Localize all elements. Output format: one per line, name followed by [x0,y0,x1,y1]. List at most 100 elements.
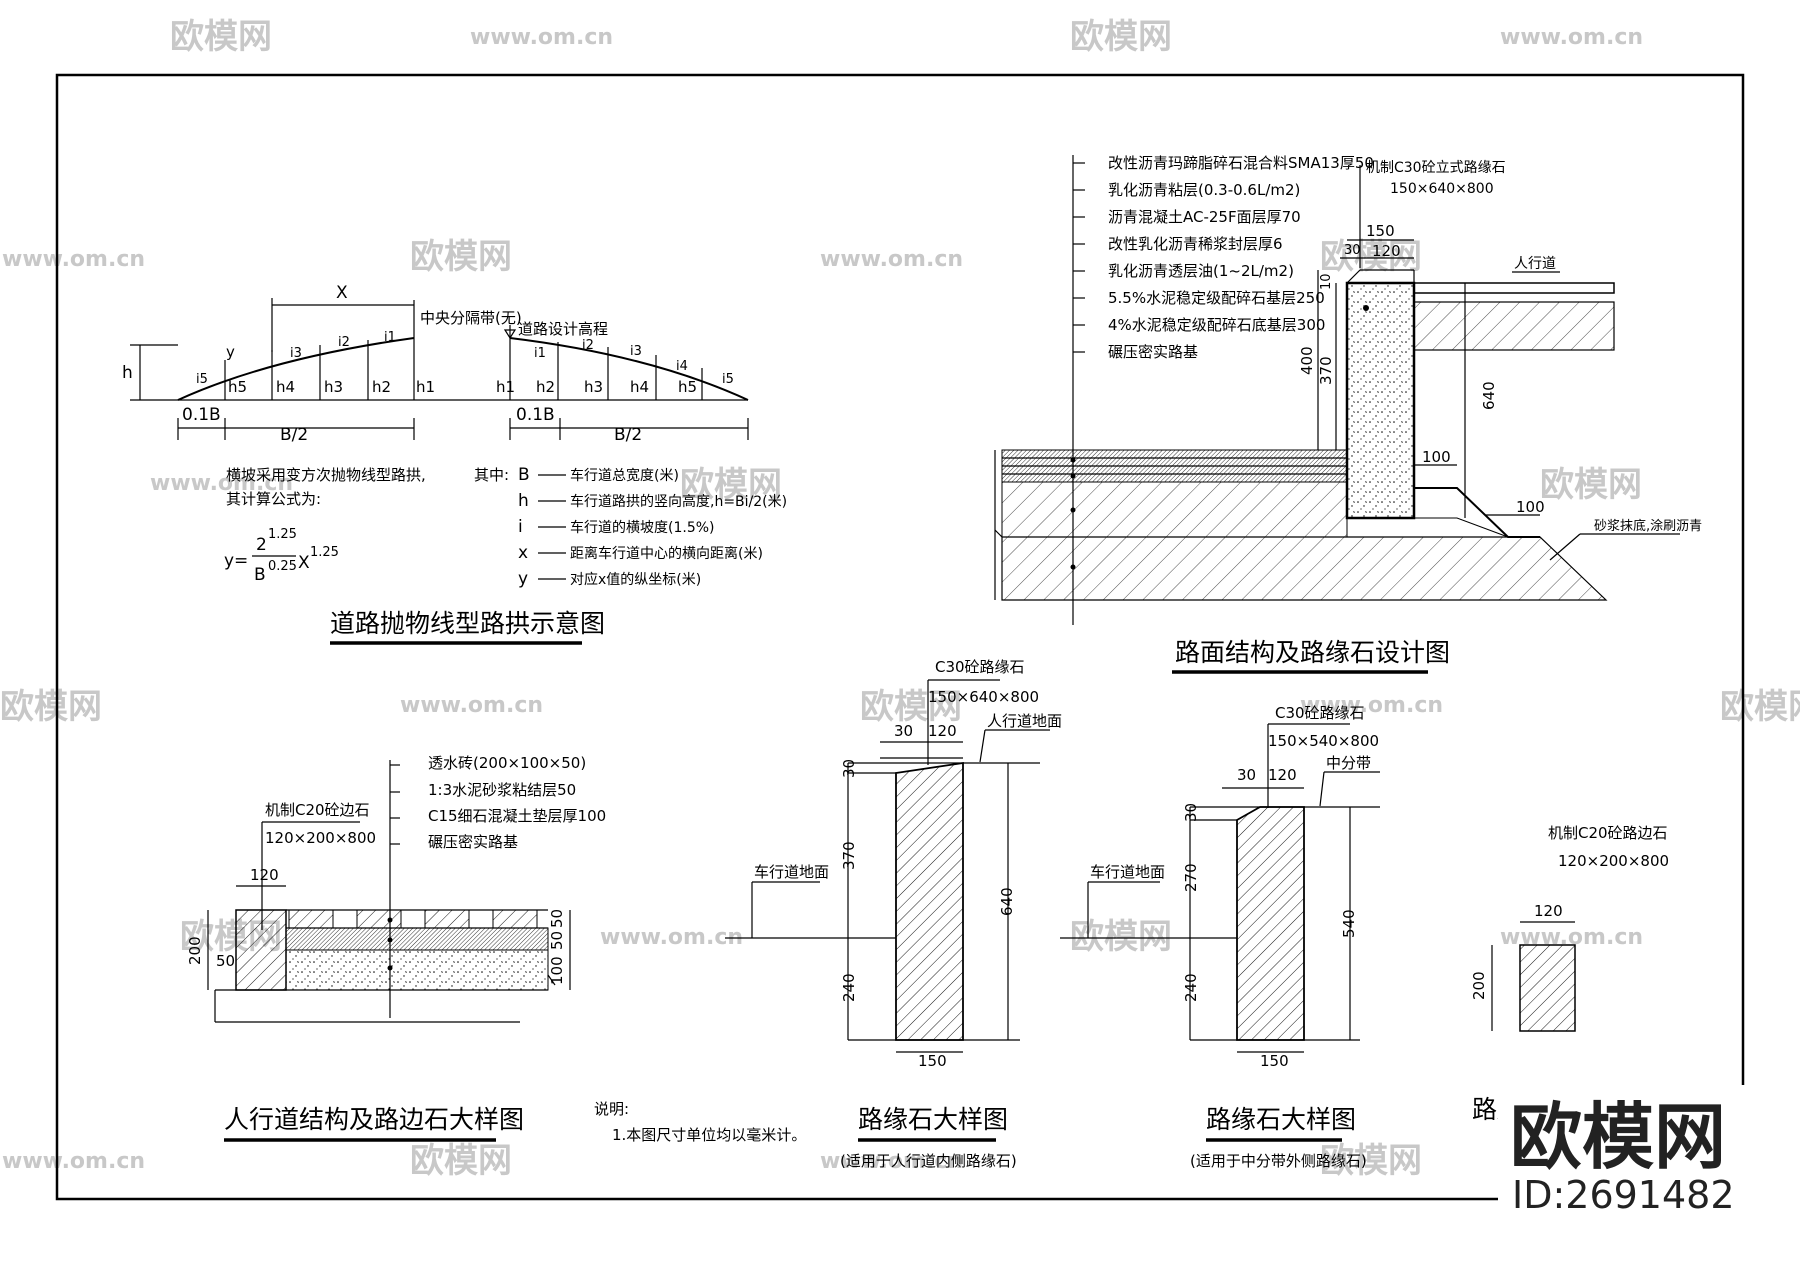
watermark-url: www.om.cn [400,693,543,718]
edge-stone-size: 120×200×800 [265,829,376,847]
drawing-frame [55,73,1745,1201]
svg-text:y: y [518,569,528,589]
dim-240: 240 [1182,973,1200,1002]
label-i3: i3 [290,346,302,361]
label-i4: i4 [676,359,688,374]
dim-100: 100 [548,956,566,985]
dim-400: 400 [1298,346,1316,375]
watermark-logo-text: 欧模网 [1320,1141,1422,1181]
sidewalk-label: 人行道 [1514,256,1556,272]
dim-50: 50 [548,909,566,928]
label-y: y [226,343,235,361]
dim-100: 100 [1516,498,1545,516]
svg-text:x: x [518,543,528,563]
curb-b-label: C30砼路缘石 [1275,704,1365,722]
watermark-url: www.om.cn [2,247,145,272]
svg-text:i: i [518,517,523,537]
curb-b-size: 150×540×800 [1268,732,1379,750]
label-i5: i5 [196,372,208,387]
watermark-logo-text: 欧模网 [410,237,512,277]
sidewalk-structure-diagram: 透水砖(200×100×50) 1:3水泥砂浆粘结层50 C15细石混凝土垫层厚… [186,754,606,1142]
svg-text:车行道的横坡度(1.5%): 车行道的横坡度(1.5%) [570,519,715,536]
dim-30: 30 [1237,766,1256,784]
watermark-url: www.om.cn [820,1149,963,1174]
label-i3: i3 [630,344,642,359]
label-h: h [122,363,133,383]
watermark-url: www.om.cn [600,925,743,950]
curb-a-subtitle: (适用于人行道内侧路缘石) [840,1152,1017,1170]
dim-B2: B/2 [280,425,308,445]
dim-200: 200 [1470,971,1488,1000]
parabola-title: 道路抛物线型路拱示意图 [330,609,605,638]
layer-ac25: 沥青混凝土AC-25F面层厚70 [1108,208,1301,226]
dim-120: 120 [928,722,957,740]
label-h3: h3 [324,378,343,396]
notes: 说明: 1.本图尺寸单位均以毫米计。 [594,1100,806,1144]
curb-size: 150×640×800 [1390,181,1494,197]
svg-text:距离车行道中心的横向距离(米): 距离车行道中心的横向距离(米) [570,545,763,562]
curb-a-side-label: 车行道地面 [754,863,829,881]
watermark-logo: 欧模网 [1510,1095,1726,1179]
dim-0.1B: 0.1B [516,405,555,425]
curb-detail-b: C30砼路缘石 150×540×800 中分带 车行道地面 30 120 30 … [1060,704,1380,1170]
pavement-layer-list: 改性沥青玛蹄脂碎石混合料SMA13厚50 乳化沥青粘层(0.3-0.6L/m2)… [1073,154,1374,361]
layer-subbase: 4%水泥稳定级配碎石底基层300 [1108,316,1325,334]
watermark-logo-text: 欧模网 [1720,687,1800,727]
watermark-url: www.om.cn [1500,25,1643,50]
dim-10: 10 [1319,273,1334,290]
label-h4: h4 [630,378,649,396]
label-h1: h1 [416,378,435,396]
legend-head: 其中: [474,466,509,484]
edge-stone-label: 机制C20砼路边石 [1548,824,1668,842]
edge-stone-diagram: 机制C20砼路边石 120×200×800 120 200 路边石大样图 [1470,824,1669,1124]
curb-b-subtitle: (适用于中分带外侧路缘石) [1190,1152,1367,1170]
dim-270: 270 [1182,863,1200,892]
formula-x: X [298,553,310,573]
curb-a-title: 路缘石大样图 [858,1105,1008,1134]
legend-item: x 距离车行道中心的横向距离(米) [518,543,763,563]
layer-subgrade: 碾压密实路基 [428,833,518,851]
watermark-badge: 欧模网 ID:2691482 [1498,1085,1748,1217]
layer-permeable-brick: 透水砖(200×100×50) [428,754,586,772]
watermark-logo-text: 欧模网 [170,17,272,57]
curb-a-size: 150×640×800 [928,688,1039,706]
dim-240: 240 [840,973,858,1002]
notes-head: 说明: [594,1100,629,1118]
label-design-elevation: 道路设计高程 [518,320,608,338]
curb-a-label: C30砼路缘石 [935,658,1025,676]
dim-30: 30 [1344,243,1361,258]
label-h4: h4 [276,378,295,396]
dim-120: 120 [1268,766,1297,784]
dim-30: 30 [840,759,858,778]
layer-slurry-seal: 改性乳化沥青稀浆封层厚6 [1108,235,1283,253]
legend-item: y 对应x值的纵坐标(米) [518,569,701,589]
mortar-label: 砂浆抹底,涂刷沥青 [1594,518,1702,534]
dim-640: 640 [1480,381,1498,410]
watermark-url: www.om.cn [1300,693,1443,718]
dim-120: 120 [1372,242,1401,260]
watermark-url: www.om.cn [150,471,293,496]
legend-item: i 车行道的横坡度(1.5%) [518,517,715,537]
dim-150: 150 [918,1052,947,1070]
watermark-logo-text: 欧模网 [1320,237,1422,277]
formula-note-line1: 横坡采用变方次抛物线型路拱, [226,466,426,484]
label-i2: i2 [338,335,350,350]
dim-370: 370 [1317,356,1335,385]
label-i1: i1 [384,330,396,345]
dim-540: 540 [1340,909,1358,938]
dim-0.1B: 0.1B [182,405,221,425]
curb-b-title: 路缘石大样图 [1206,1105,1356,1134]
dim-370: 370 [840,841,858,870]
dim-50: 50 [548,931,566,950]
dim-30: 30 [1182,803,1200,822]
formula-denominator: B [254,565,266,585]
watermark-url: www.om.cn [820,247,963,272]
layer-subgrade: 碾压密实路基 [1108,343,1198,361]
label-i5: i5 [722,372,734,387]
edge-stone-size: 120×200×800 [1558,852,1669,870]
edge-stone-label: 机制C20砼边石 [265,801,370,819]
curb-b-top-label: 中分带 [1326,754,1371,772]
label-h1: h1 [496,378,515,396]
pavement-structure-diagram: 改性沥青玛蹄脂碎石混合料SMA13厚50 乳化沥青粘层(0.3-0.6L/m2)… [994,154,1702,674]
layer-tack-coat: 乳化沥青粘层(0.3-0.6L/m2) [1108,181,1300,199]
